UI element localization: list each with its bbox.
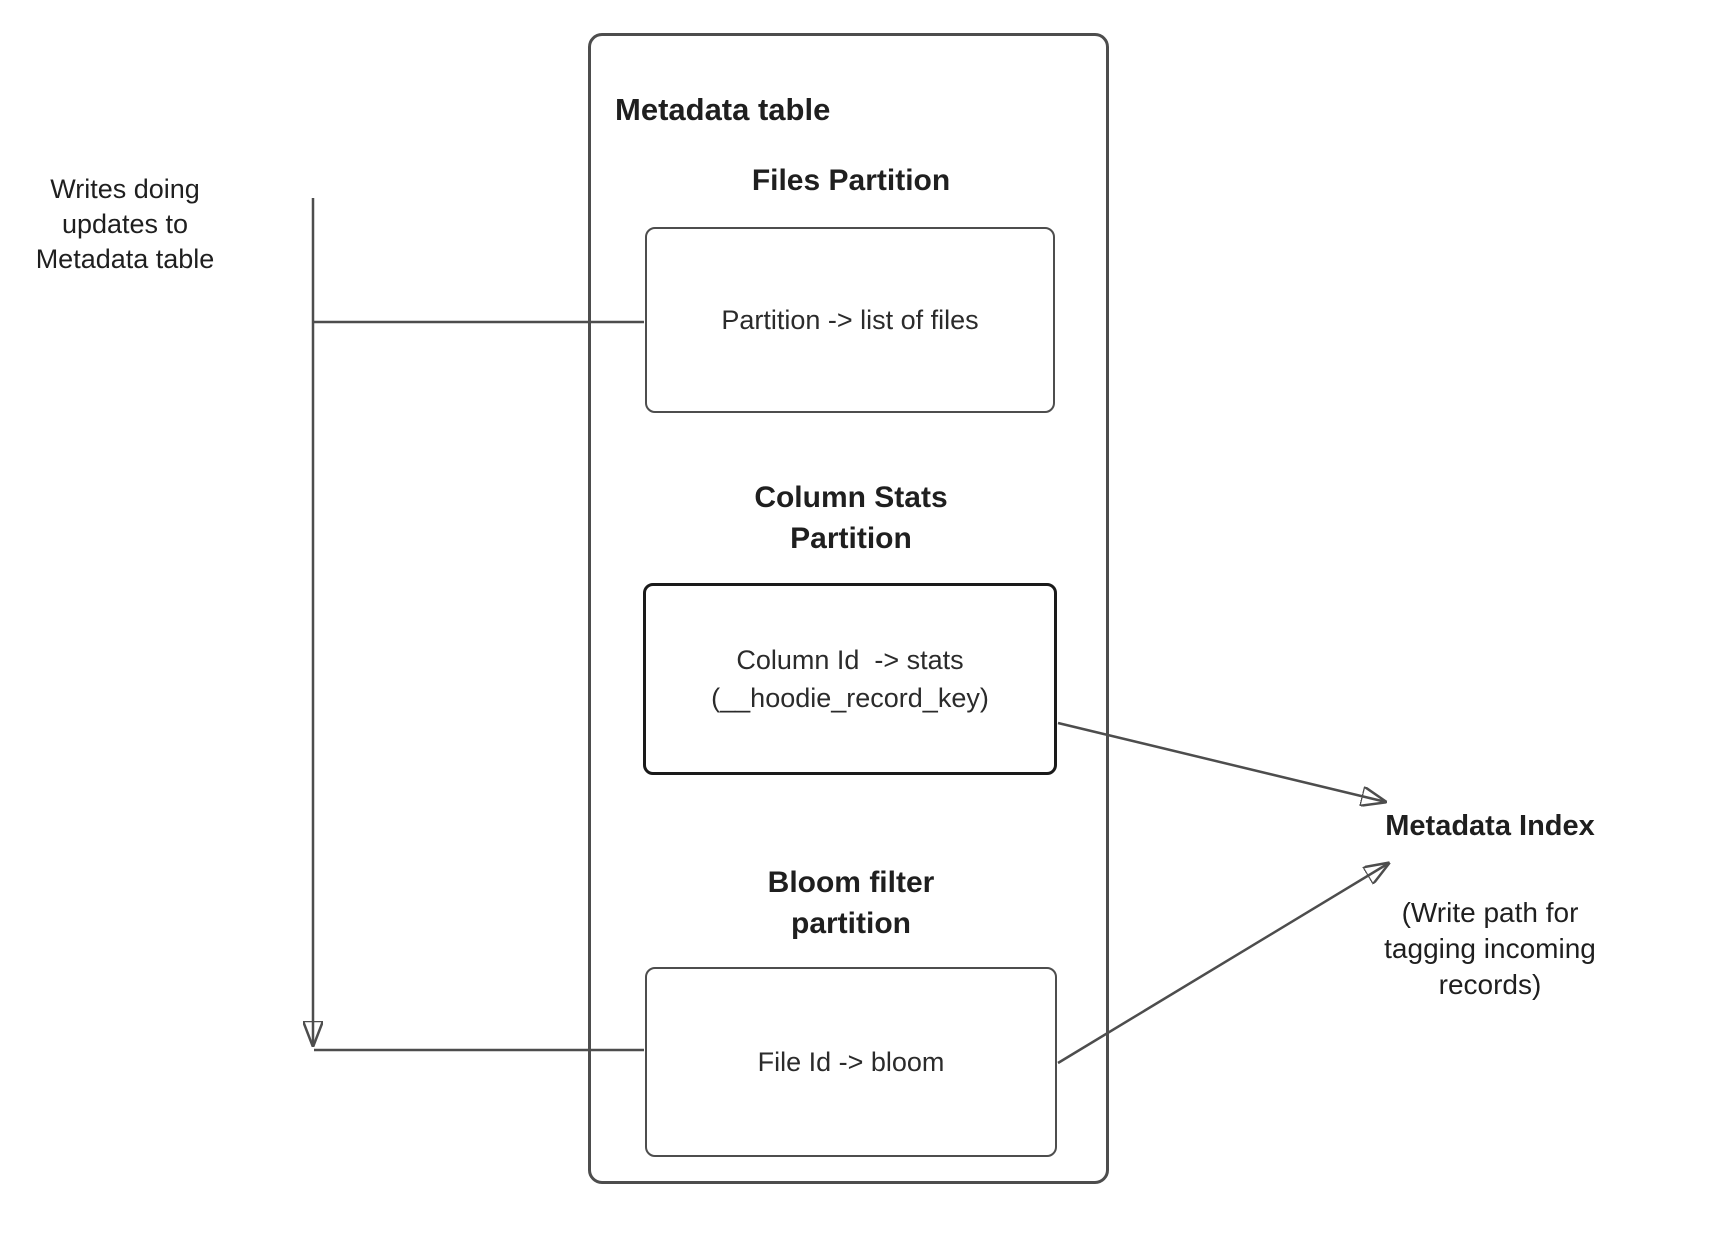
metadata-table-container: Metadata table [588, 33, 1109, 1184]
metadata-table-title: Metadata table [615, 92, 831, 127]
metadata-index-subtitle: (Write path for tagging incoming records… [1384, 897, 1596, 1000]
bloom-filter-partition-heading: Bloom filter partition [767, 866, 935, 940]
column-stats-partition-box: Column Id -> stats (__hoodie_record_key) [643, 583, 1057, 775]
bloom-filter-partition-box: File Id -> bloom [645, 967, 1057, 1157]
metadata-index: Metadata Index (Write path for tagging i… [1320, 810, 1660, 1003]
column-stats-partition-heading: Column Stats Partition [754, 481, 948, 555]
files-partition-box-label: Partition -> list of files [721, 305, 979, 335]
writes-note: Writes doing updates to Metadata table [35, 174, 215, 274]
metadata-index-title: Metadata Index [1385, 810, 1595, 842]
bloom-filter-partition-box-label: File Id -> bloom [757, 1047, 945, 1077]
column-stats-partition-box-label: Column Id -> stats (__hoodie_record_key) [711, 645, 989, 713]
files-partition-heading: Files Partition [751, 164, 951, 197]
files-partition-box: Partition -> list of files [645, 227, 1055, 413]
